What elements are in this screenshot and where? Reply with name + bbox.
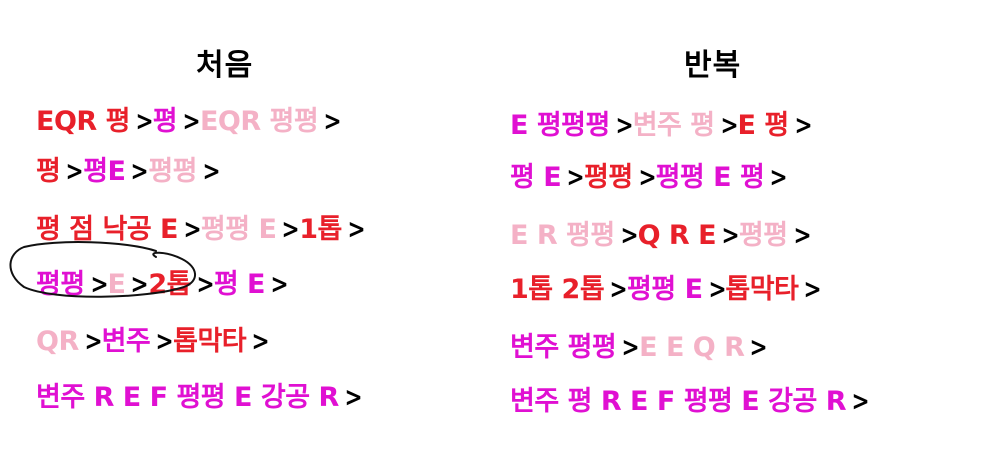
combo-step: 평 E <box>213 269 266 300</box>
combo-step: E R 평평 <box>510 220 615 251</box>
combo-step: E E Q R <box>639 332 745 363</box>
combo-step: E 평평평 <box>510 110 610 141</box>
arrow-icon: > <box>183 214 202 245</box>
combo-step: 1톱 <box>299 214 342 245</box>
combo-step: 평 점 낙공 E <box>36 214 179 245</box>
combo-line: 평 점 낙공 E>평평 E>1톱> <box>36 210 365 250</box>
arrow-icon: > <box>803 274 822 305</box>
arrow-icon: > <box>196 269 215 300</box>
combo-step: 평평 <box>584 162 633 193</box>
combo-step: 2톱 <box>148 269 191 300</box>
arrow-icon: > <box>182 106 201 137</box>
combo-step: 평E <box>83 156 126 187</box>
combo-line: 변주 평평>E E Q R> <box>510 328 768 368</box>
arrow-icon: > <box>794 110 812 141</box>
arrow-icon: > <box>155 326 174 357</box>
arrow-icon: > <box>566 162 585 193</box>
combo-step: E <box>107 269 126 300</box>
combo-step: 변주 R E F 평평 E 강공 R <box>36 382 339 413</box>
arrow-icon: > <box>620 220 638 251</box>
combo-step: Q R E <box>637 220 717 251</box>
arrow-icon: > <box>90 269 108 300</box>
arrow-icon: > <box>135 106 154 137</box>
combo-line: EQR 평>평>EQR 평평> <box>36 102 342 142</box>
combo-step: 평 <box>36 156 61 187</box>
combo-step: 톱막타 <box>725 274 799 305</box>
combo-line: 평>평E>평평> <box>36 152 221 192</box>
arrow-icon: > <box>769 162 788 193</box>
arrow-icon: > <box>851 386 870 417</box>
arrow-icon: > <box>615 110 634 141</box>
arrow-icon: > <box>749 332 768 363</box>
left-heading: 처음 <box>196 48 254 83</box>
arrow-icon: > <box>621 332 640 363</box>
combo-step: 1톱 2톱 <box>510 274 605 305</box>
combo-step: 변주 평평 <box>510 332 617 363</box>
arrow-icon: > <box>721 220 740 251</box>
combo-step: EQR 평평 <box>199 106 319 137</box>
arrow-icon: > <box>323 106 342 137</box>
combo-line: E R 평평>Q R E>평평> <box>510 216 811 256</box>
combo-step: 톱막타 <box>173 326 247 357</box>
arrow-icon: > <box>84 326 102 357</box>
combo-step: QR <box>36 326 79 357</box>
combo-line: QR>변주>톱막타> <box>36 322 270 362</box>
combo-step: 평평 E 평 <box>655 162 765 193</box>
combo-line: 1톱 2톱>평평 E>톱막타> <box>510 270 822 310</box>
combo-step: 평평 E <box>200 214 277 245</box>
combo-step: 평평 <box>148 156 198 187</box>
combo-step: 변주 평 R E F 평평 E 강공 R <box>510 386 847 417</box>
combo-line: E 평평평>변주 평>E 평> <box>510 106 812 146</box>
arrow-icon: > <box>720 110 738 141</box>
arrow-icon: > <box>130 156 149 187</box>
combo-line: 평 E>평평>평평 E 평> <box>510 158 788 198</box>
arrow-icon: > <box>130 269 149 300</box>
combo-step: 평평 E <box>627 274 703 305</box>
arrow-icon: > <box>708 274 726 305</box>
arrow-icon: > <box>251 326 270 357</box>
combo-step: 평평 <box>738 220 788 251</box>
combo-step: EQR 평 <box>36 106 130 137</box>
arrow-icon: > <box>202 156 221 187</box>
combo-line: 평평>E>2톱>평 E> <box>36 265 289 305</box>
arrow-icon: > <box>270 269 289 300</box>
combo-line: 변주 평 R E F 평평 E 강공 R> <box>510 382 870 422</box>
combo-step: E 평 <box>737 110 789 141</box>
combo-step: 변주 <box>101 326 151 357</box>
arrow-icon: > <box>793 220 811 251</box>
combo-step: 평 <box>152 106 178 137</box>
arrow-icon: > <box>609 274 628 305</box>
combo-line: 변주 R E F 평평 E 강공 R> <box>36 378 362 418</box>
arrow-icon: > <box>65 156 84 187</box>
arrow-icon: > <box>347 214 366 245</box>
right-heading: 반복 <box>684 48 742 83</box>
combo-step: 평평 <box>36 269 85 300</box>
arrow-icon: > <box>281 214 300 245</box>
arrow-icon: > <box>344 382 362 413</box>
arrow-icon: > <box>638 162 656 193</box>
combo-step: 평 E <box>510 162 562 193</box>
combo-step: 변주 평 <box>632 110 715 141</box>
